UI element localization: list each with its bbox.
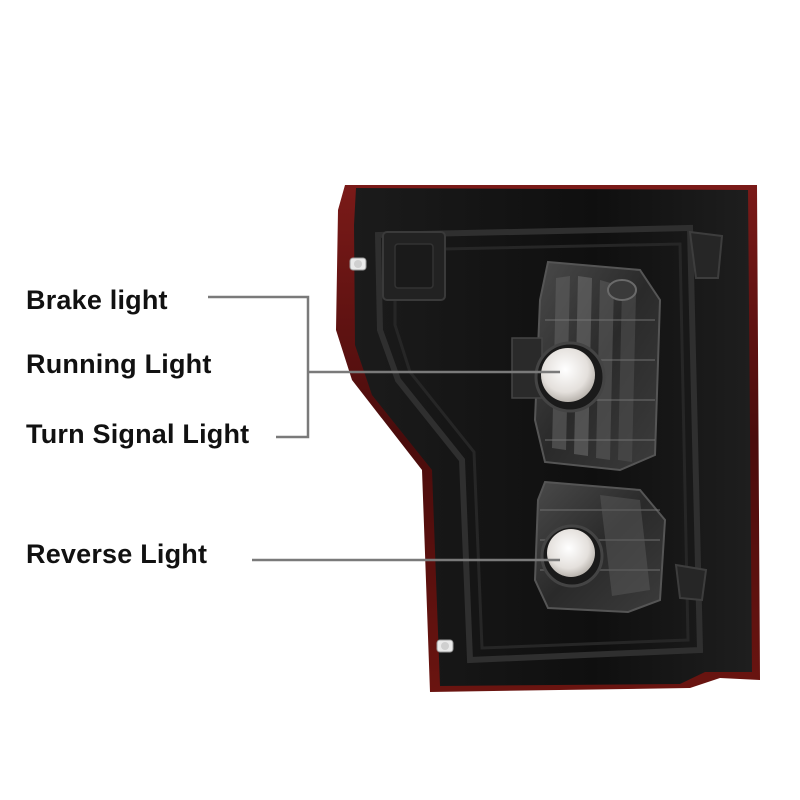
callout-lines	[208, 295, 560, 562]
callout-brake	[208, 295, 310, 372]
mounting-stud-top	[349, 257, 367, 271]
brake-light-label: Brake light	[26, 285, 168, 315]
running-light-label: Running Light	[26, 349, 212, 379]
turn-signal-light-label: Turn Signal Light	[26, 419, 250, 449]
mounting-stud-bottom	[436, 639, 454, 653]
reverse-light-label: Reverse Light	[26, 539, 208, 569]
running-light-bulb	[534, 341, 606, 413]
reverse-light-bulb	[540, 524, 604, 588]
callout-turn	[276, 372, 310, 439]
